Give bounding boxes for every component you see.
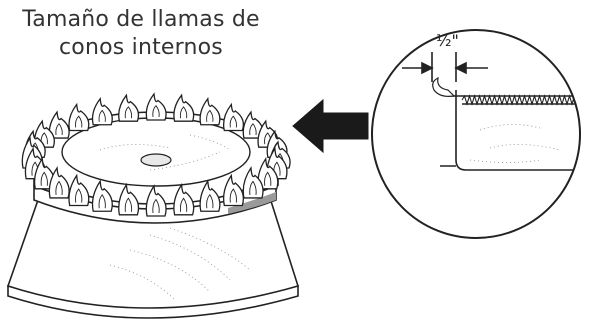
detail-flame [432,76,456,97]
flame [145,92,167,121]
dimension-label: ½" [436,31,459,50]
flame-inner-cone [55,180,63,195]
caption-line-2: conos internos [59,35,223,60]
flame-inner-cone [249,180,257,195]
flame-inner-cone [206,109,214,122]
base-stipple [109,227,251,301]
flame [257,156,279,190]
flame [68,102,90,132]
flame [68,173,90,207]
flame [48,166,70,199]
flame-inner-cone [229,188,237,203]
flame-inner-cone [124,197,133,212]
flame-inner-cone [206,194,214,209]
flame-inner-cone [249,123,257,136]
flame-inner-cone [40,171,48,186]
flame [199,97,221,126]
flame-inner-cone [75,115,83,128]
flame [222,102,245,132]
flame-inner-cone [40,132,48,145]
flame-inner-cone [264,171,272,186]
band-shading [228,192,276,214]
flame [199,179,221,212]
dimension-marker [402,52,488,82]
flame [173,93,195,122]
flame [145,184,167,217]
flame-inner-cone [55,123,63,136]
flame [48,110,70,139]
detail-circle: ½" [371,29,581,239]
flame [91,97,113,126]
flame-inner-cone [229,115,237,128]
flame [118,182,140,216]
pointer-arrow [292,98,369,154]
flame [118,93,140,122]
flame-inner-cone [124,106,133,119]
flame-inner-cone [152,198,160,214]
detail-ports [461,94,580,106]
flame [173,182,195,216]
flame [222,173,245,207]
flames-ring [21,92,291,217]
detail-cap-edge [455,90,580,171]
caption-line-1: Tamaño de llamas de [22,7,260,32]
flame-inner-cone [75,188,83,203]
flame-inner-cone [152,105,160,118]
flame-inner-cone [98,194,106,209]
cap-stipple [99,134,231,171]
flame-inner-cone [179,197,188,212]
flame [242,166,264,199]
flame [91,179,113,212]
burner-base [6,197,300,319]
flame-inner-cone [179,106,188,119]
flame-inner-cone [98,109,106,122]
